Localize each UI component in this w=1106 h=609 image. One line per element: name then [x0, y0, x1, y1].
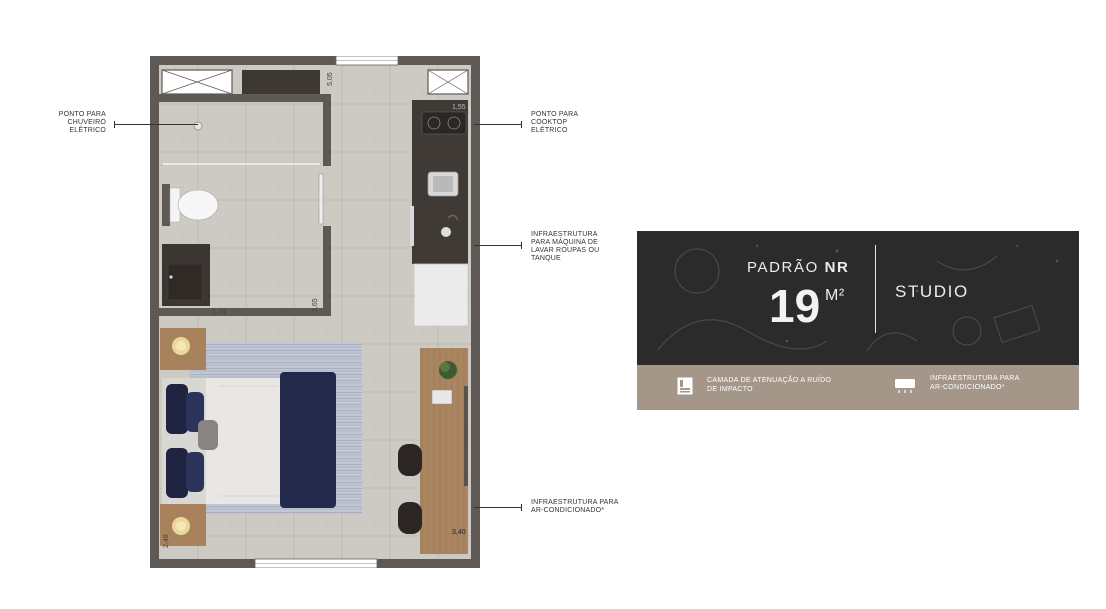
air-conditioner-icon [895, 379, 915, 393]
area-number: 19 [769, 280, 821, 332]
callout-cooktop-line [474, 124, 522, 125]
callout-shower-line [114, 124, 198, 125]
dimension-label: 2,48 [163, 534, 170, 548]
standard-code: NR [824, 259, 850, 276]
callout-ac-label: INFRAESTRUTURA PARA AR-CONDICIONADO* [531, 499, 619, 514]
standard-label: PADRÃO NR [747, 259, 850, 276]
dimension-label: 3,40 [452, 529, 466, 536]
standard-text: PADRÃO [747, 259, 819, 276]
dimension-label: 1,55 [452, 104, 466, 111]
decorative-illustration [656, 244, 1059, 352]
feature-text: INFRAESTRUTURA PARA AR-CONDICIONADO* [930, 375, 1020, 391]
callout-shower-label: PONTO PARA CHUVEIRO ELÉTRICO [58, 111, 106, 134]
callout-laundry-tick [521, 242, 522, 249]
dimension-label: 1,74 [212, 309, 226, 316]
floor-plan: 5,05 1,55 1,74 2,65 2,48 3,40 [150, 56, 480, 568]
feature-text: CAMADA DE ATENUAÇÃO A RUÍDO DE IMPACTO [707, 377, 832, 393]
panel-header: PADRÃO NR 19 M² STUDIO [637, 231, 1079, 365]
unit-type: STUDIO [895, 282, 969, 301]
floor-layers-icon [677, 377, 693, 395]
callout-laundry-line [474, 245, 522, 246]
callout-laundry-label: INFRAESTRUTURA PARA MÁQUINA DE LAVAR ROU… [531, 231, 600, 262]
callout-ac-line [474, 507, 522, 508]
features-band: CAMADA DE ATENUAÇÃO A RUÍDO DE IMPACTO I… [637, 365, 1079, 410]
panel-divider [875, 245, 876, 333]
callout-ac-tick [521, 504, 522, 511]
dimension-label: 5,05 [327, 72, 334, 86]
callout-cooktop-tick [521, 121, 522, 128]
callout-cooktop-label: PONTO PARA COOKTOP ELÉTRICO [531, 111, 579, 134]
area-unit: M² [825, 287, 845, 304]
dimension-label: 2,65 [312, 298, 319, 312]
unit-info-panel: PADRÃO NR 19 M² STUDIO CAMADA DE ATENUAÇ… [637, 231, 1079, 410]
